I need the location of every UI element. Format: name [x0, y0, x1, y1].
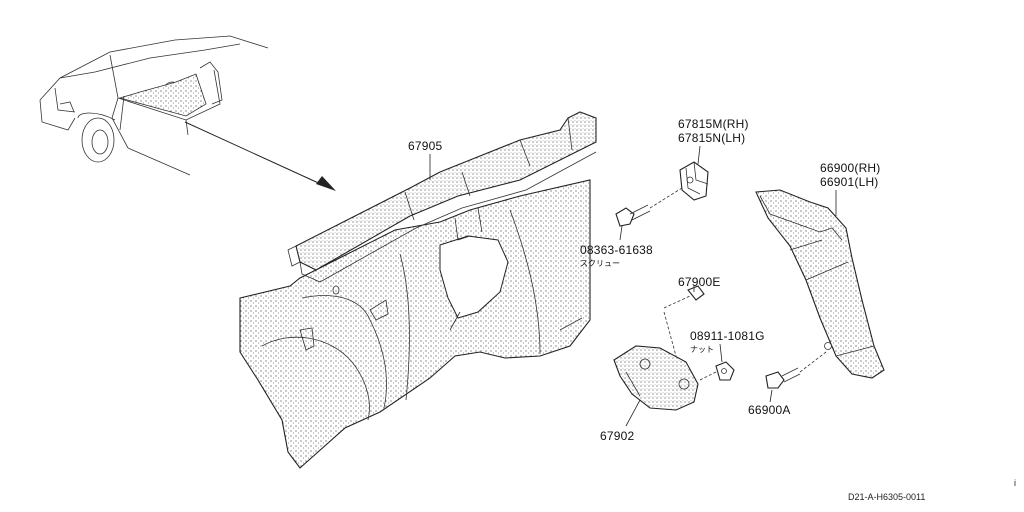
direction-arrow: [184, 121, 336, 191]
screw-08363: [615, 187, 683, 227]
callout-08363-note: スクリュー: [580, 259, 620, 268]
callout-67905: 67905: [408, 139, 442, 153]
diagram-reference: D21-A-H6305-0011: [848, 492, 925, 502]
dash-insulator-panel: [239, 111, 597, 469]
leader-lines: [429, 145, 837, 427]
corner-mark: i: [1014, 478, 1016, 488]
clip-67815: [679, 161, 709, 201]
callout-67815n: 67815N(LH): [678, 131, 745, 145]
callout-67900e: 67900E: [678, 275, 721, 289]
callout-66901: 66901(LH): [820, 175, 879, 189]
callout-67902: 67902: [600, 429, 634, 443]
screw-66900a: [765, 351, 827, 389]
vehicle-sketch: [39, 35, 269, 176]
callout-66900: 66900(RH): [820, 161, 881, 175]
callout-66900a: 66900A: [748, 403, 791, 417]
callout-08363: 08363-61638: [580, 243, 653, 257]
callout-67815m: 67815M(RH): [678, 117, 749, 131]
kick-plate-66900: [755, 189, 885, 379]
callout-08911-note: ナット: [690, 345, 714, 354]
callout-08911: 08911-1081G: [690, 329, 765, 343]
nut-08911: [715, 361, 735, 381]
clip-67900e: [663, 285, 705, 309]
bracket-67902: [613, 311, 717, 411]
